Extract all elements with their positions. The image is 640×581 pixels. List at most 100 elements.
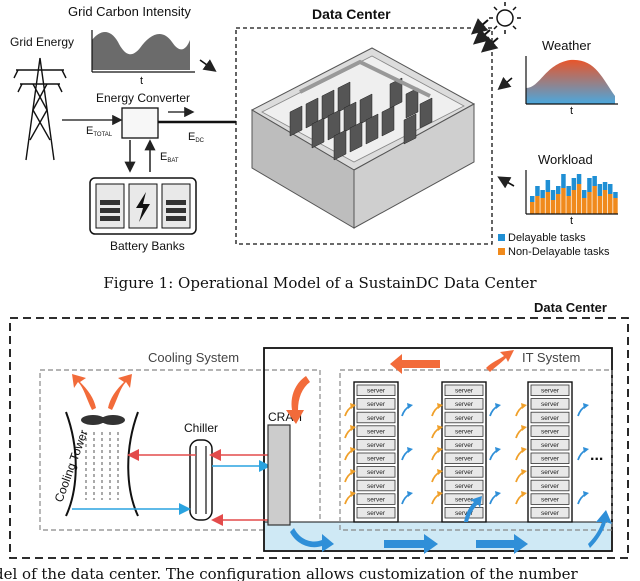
server-label: server — [367, 428, 386, 435]
server-unit — [356, 425, 396, 437]
bottom-figure: Data Center Cooling System IT System — [9, 300, 629, 559]
top-figure: Grid Energy Grid Carbon Intensity t Ener… — [10, 2, 618, 258]
server-unit — [530, 493, 570, 505]
airflow-arrow-head — [437, 491, 443, 497]
room-box — [263, 347, 613, 552]
server-label: server — [541, 428, 560, 435]
airflow-arrow-head — [521, 491, 527, 497]
airflow-arrow-head — [495, 447, 501, 453]
grid-energy-label: Grid Energy — [10, 35, 74, 49]
legend-nondelayable: Non-Delayable tasks — [508, 246, 610, 258]
workload-label: Workload — [538, 152, 593, 167]
server-label: server — [455, 388, 474, 395]
server-label: server — [367, 469, 386, 476]
airflow-arrow-head — [521, 425, 527, 431]
hot-exhaust-top-arrows — [390, 350, 514, 374]
server-label: server — [367, 401, 386, 408]
cold-air-floor-arrows — [290, 496, 612, 554]
server-unit — [356, 398, 396, 410]
figure-caption: Figure 1: Operational Model of a Sustain… — [103, 274, 537, 292]
workload-bar-nondelayable — [608, 194, 613, 214]
workload-bar-delayable — [592, 176, 597, 186]
workload-bar-nondelayable — [571, 190, 577, 214]
server-label: server — [541, 388, 560, 395]
server-unit — [530, 452, 570, 465]
workload-bar-delayable — [602, 182, 608, 190]
weather-arrow — [497, 76, 513, 91]
server-unit — [530, 425, 570, 437]
airflow-arrow-head — [437, 447, 443, 453]
workload-bar-delayable — [587, 178, 592, 192]
workload-bar-nondelayable — [602, 190, 608, 214]
server-label: server — [455, 510, 474, 517]
server-label: server — [455, 483, 474, 490]
battery-banks-label: Battery Banks — [110, 239, 185, 253]
airflow-arrow-head — [583, 403, 589, 409]
server-label: server — [455, 415, 474, 422]
sun-icon — [489, 2, 521, 34]
server-unit — [356, 438, 396, 451]
server-unit — [530, 398, 570, 410]
e-total-label: ETOTAL — [86, 125, 113, 138]
transmission-tower-icon — [13, 57, 67, 161]
server-label: server — [367, 388, 386, 395]
server-unit — [530, 466, 570, 478]
energy-converter-label: Energy Converter — [96, 91, 190, 105]
server-label: server — [455, 469, 474, 476]
server-unit — [444, 384, 484, 397]
cooling-tower-icon — [65, 411, 139, 517]
server-unit — [444, 411, 484, 424]
airflow-arrows — [344, 403, 589, 505]
chiller-label: Chiller — [184, 421, 218, 435]
workload-bar-nondelayable — [561, 188, 566, 214]
server-unit — [444, 425, 484, 437]
airflow-arrow-head — [350, 425, 356, 431]
workload-bar-delayable — [566, 186, 571, 196]
server-unit — [530, 411, 570, 424]
server-label: server — [367, 496, 386, 503]
crah-unit — [267, 424, 291, 526]
workload-bar-nondelayable — [556, 194, 561, 214]
airflow-arrow-head — [521, 447, 527, 453]
cooling-system-label: Cooling System — [148, 350, 239, 365]
airflow-arrow-head — [583, 491, 589, 497]
airflow-arrow-head — [437, 403, 443, 409]
carbon-t-axis: t — [140, 75, 143, 87]
workload-bar-nondelayable — [592, 186, 597, 214]
workload-bar-delayable — [530, 196, 535, 202]
server-label: server — [455, 456, 474, 463]
carbon-intensity-chart: t — [91, 30, 195, 87]
workload-bar-delayable — [613, 192, 618, 198]
workload-bar-nondelayable — [545, 192, 551, 214]
data-center-floor-illustration — [250, 47, 476, 229]
airflow-arrow-head — [350, 469, 356, 475]
workload-bar-delayable — [545, 180, 551, 192]
weather-t-axis: t — [570, 105, 573, 117]
workload-bar-delayable — [608, 184, 613, 194]
server-label: server — [541, 469, 560, 476]
airflow-arrow-head — [521, 469, 527, 475]
server-racks: server server server server server server serv… — [353, 381, 573, 523]
cooling-tower-label: Cooling Tower — [52, 428, 91, 504]
server-label: server — [541, 442, 560, 449]
legend-swatch-nondelayable — [498, 248, 505, 255]
weather-chart: t — [525, 56, 618, 117]
e-dc-label: EDC — [188, 131, 205, 144]
workload-bar-delayable — [576, 174, 582, 184]
workload-bar-delayable — [535, 186, 540, 196]
workload-arrow — [497, 176, 515, 189]
server-unit — [356, 411, 396, 424]
server-label: server — [367, 510, 386, 517]
more-servers-ellipsis: ... — [590, 447, 603, 464]
airflow-arrow-head — [437, 469, 443, 475]
workload-bar-nondelayable — [576, 184, 582, 214]
cooling-system-box — [39, 369, 321, 531]
workload-bar-nondelayable — [550, 200, 556, 214]
server-unit — [444, 452, 484, 465]
server-unit — [444, 438, 484, 451]
airflow-arrow-head — [521, 403, 527, 409]
legend-swatch-delayable — [498, 234, 505, 241]
energy-converter-box — [121, 107, 159, 139]
server-unit — [356, 493, 396, 505]
workload-bar-nondelayable — [530, 202, 535, 214]
